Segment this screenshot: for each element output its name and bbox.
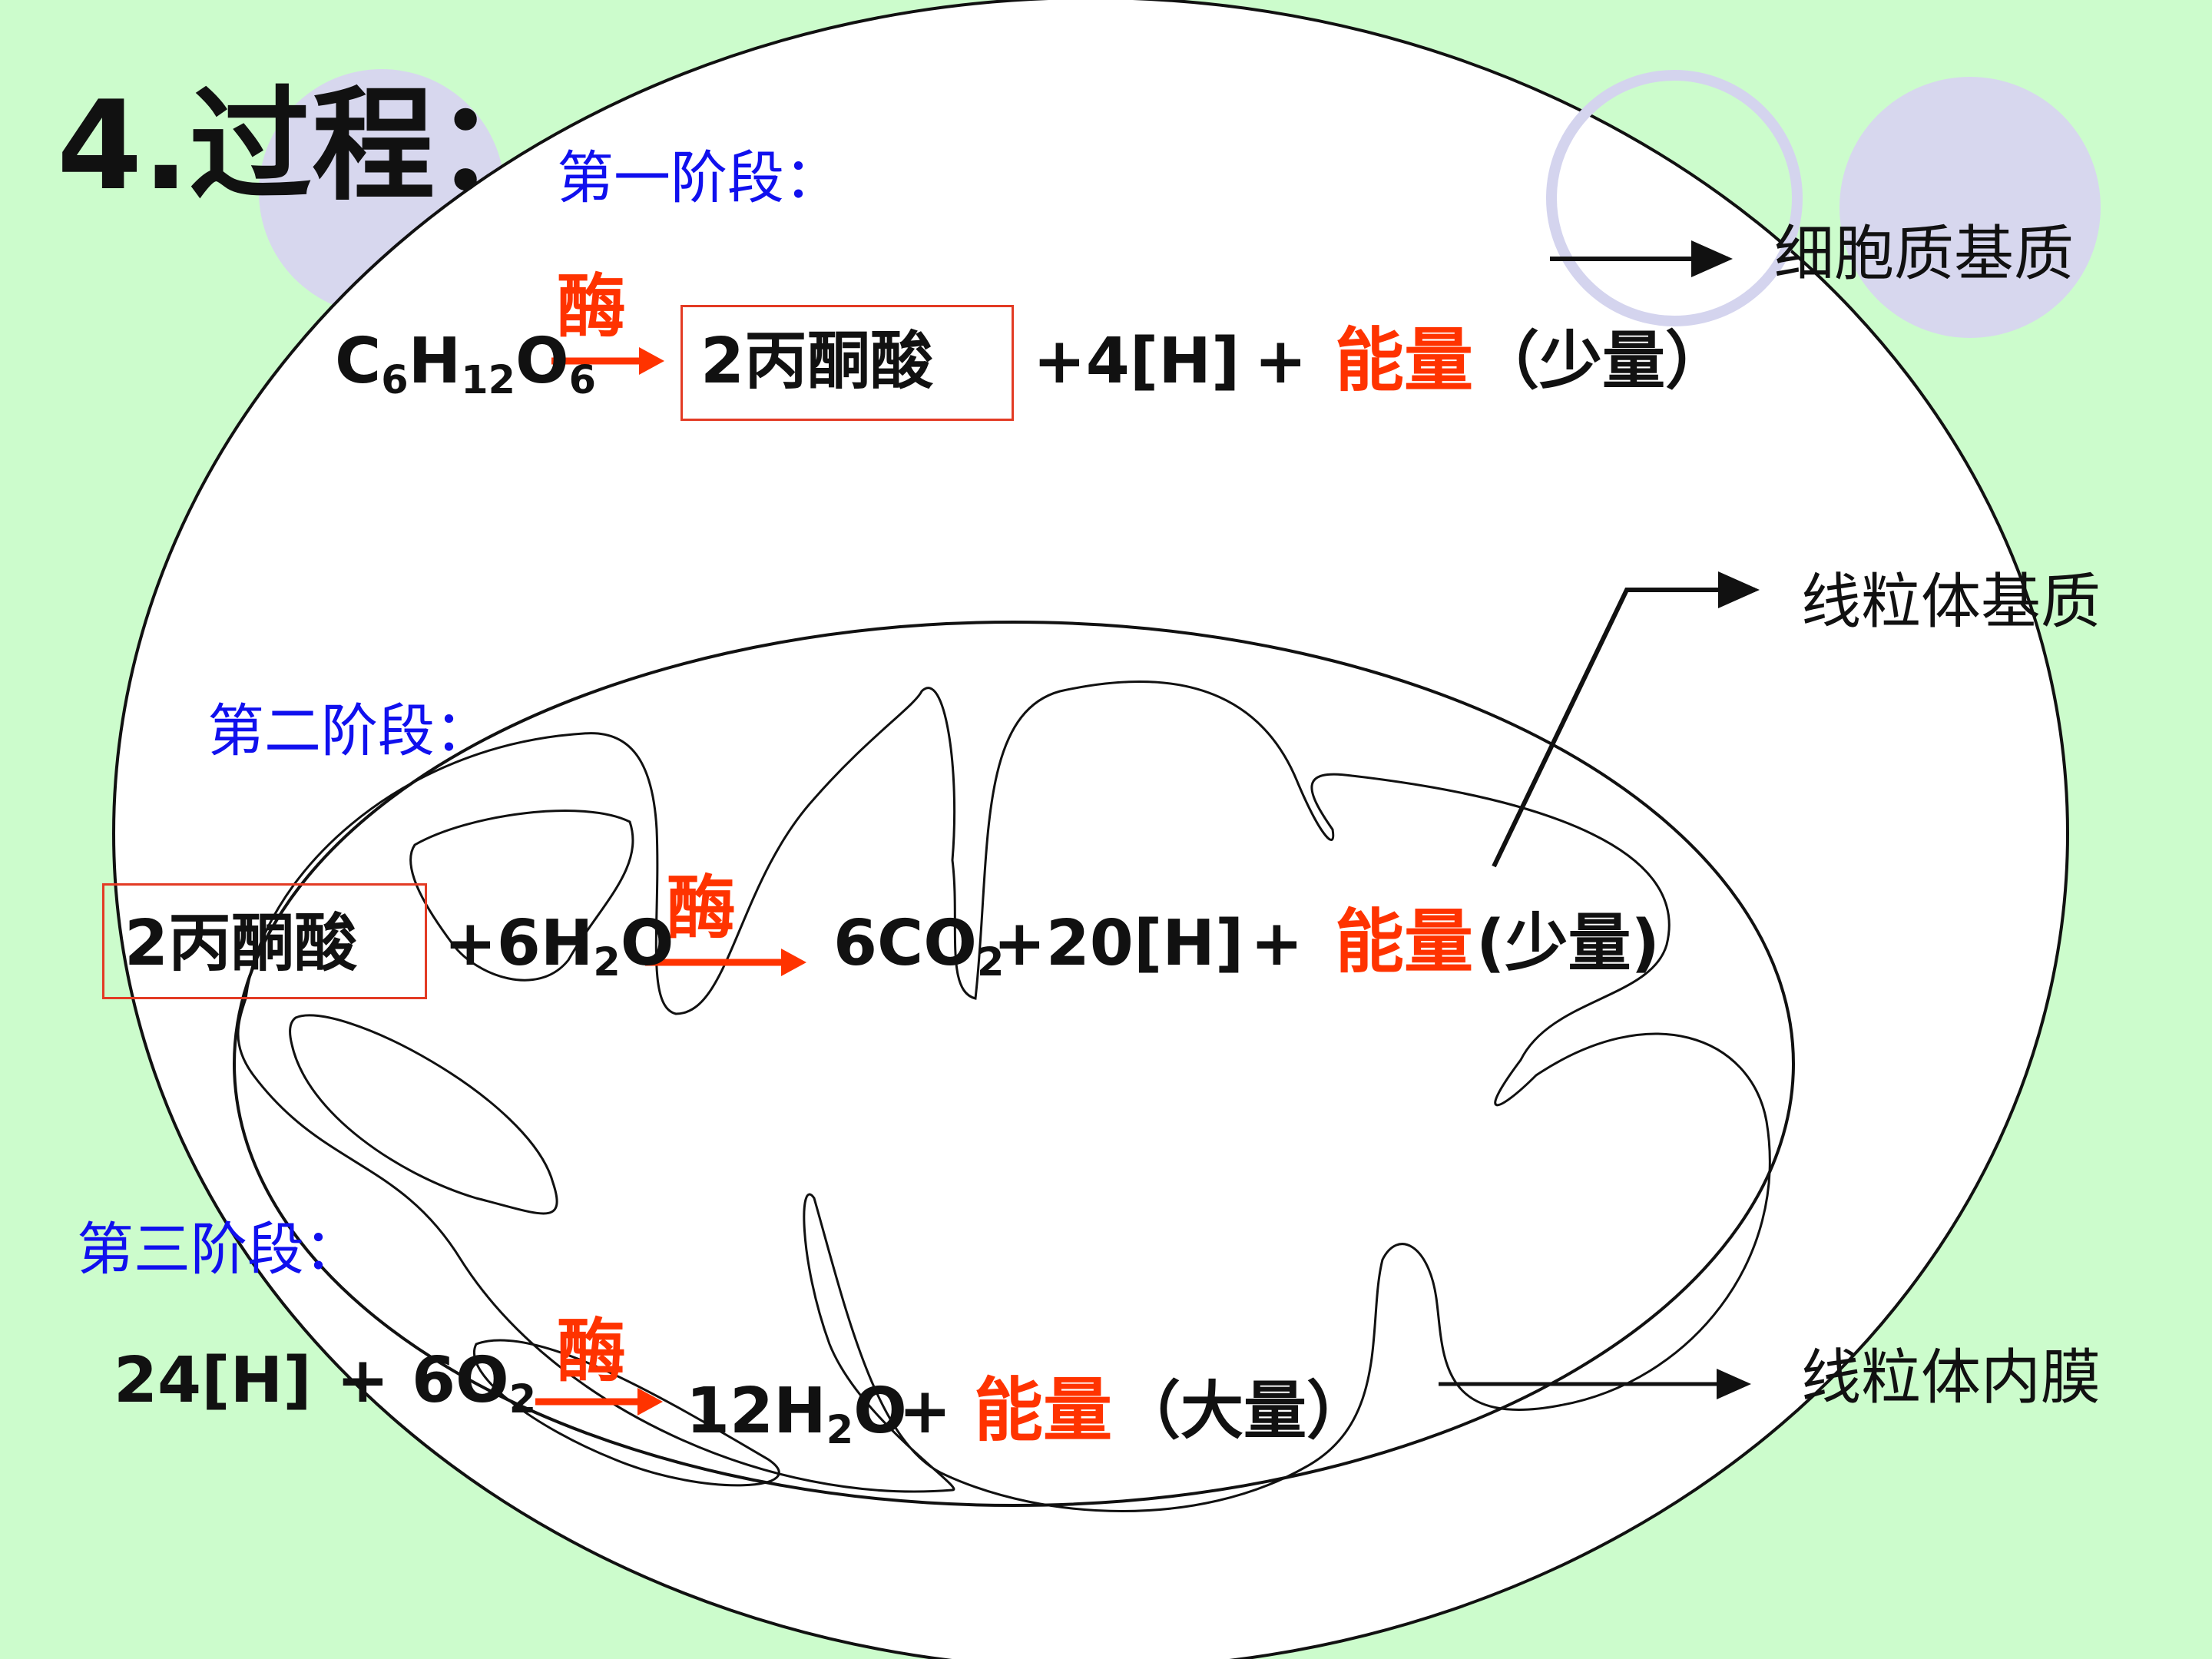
stage3-oxygen: 6O2 — [412, 1344, 537, 1422]
reaction-arrow-stage1 — [551, 347, 664, 375]
stage3-energy: 能量 — [974, 1370, 1112, 1451]
crista-bottom-left — [473, 1339, 780, 1487]
deco-circle-right — [1839, 77, 2101, 338]
reaction-arrow-stage2 — [645, 949, 806, 976]
stage3-heading: 第三阶段： — [77, 1217, 361, 1283]
stage1-pyruvate-box — [680, 305, 1014, 421]
crista-lower-left — [289, 1014, 558, 1215]
arrow-matrix-line — [1492, 571, 1760, 868]
stage2-enzyme-label: 酶 — [667, 868, 736, 949]
stage3-enzyme-label: 酶 — [557, 1311, 626, 1392]
mitochondrion-outer-membrane — [233, 621, 1795, 1507]
deco-ring — [1546, 70, 1803, 326]
stage1-enzyme-label: 酶 — [557, 267, 626, 347]
page-title: 4.过程： — [57, 74, 558, 217]
stage1-pyruvate: 2丙酮酸 — [700, 325, 934, 398]
stage1-plus: + — [1254, 325, 1307, 398]
stage2-heading: 第二阶段： — [207, 698, 492, 764]
stage1-amount: （少量） — [1476, 325, 1729, 398]
stage3-hydrogen: 24[H] — [114, 1344, 312, 1417]
location-inner-membrane: 线粒体内膜 — [1801, 1343, 2101, 1412]
stage2-energy: 能量 — [1335, 902, 1473, 982]
stage2-amount: (少量) — [1476, 907, 1660, 980]
stage1-heading: 第一阶段： — [557, 145, 841, 211]
stage3-amount: （大量） — [1118, 1375, 1370, 1448]
stage1-glucose: C6H12O6 — [335, 325, 597, 403]
location-cytoplasm: 细胞质基质 — [1774, 220, 2075, 289]
stage2-co2: 6CO2 — [833, 907, 1005, 985]
stage2-water: +6H2O — [444, 907, 674, 985]
stage2-plus: + — [1250, 907, 1303, 980]
stage2-pyruvate: 2丙酮酸 — [124, 907, 358, 980]
stage1-energy: 能量 — [1335, 320, 1473, 401]
crista-upper-left — [409, 810, 634, 982]
stage1-hydrogen: +4[H] — [1033, 325, 1240, 398]
location-matrix: 线粒体基质 — [1801, 568, 2101, 637]
mitochondrion-inner-membrane — [237, 680, 1771, 1512]
stage3-plus-2: + — [899, 1375, 952, 1448]
stage2-hydrogen: +20[H] — [993, 907, 1244, 980]
stage3-water: 12H2O — [686, 1375, 907, 1453]
stage3-plus-1: + — [336, 1344, 389, 1417]
reaction-arrow-stage3 — [535, 1388, 663, 1416]
stage2-pyruvate-box — [102, 883, 427, 999]
